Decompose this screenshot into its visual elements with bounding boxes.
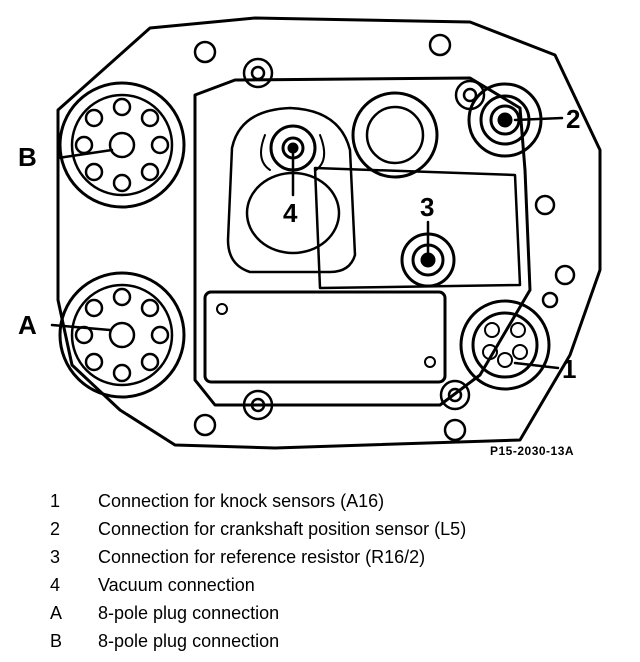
legend-item: 2 Connection for crankshaft position sen… (0, 516, 640, 542)
legend-key: B (50, 631, 63, 651)
figure-code: P15-2030-13A (490, 444, 574, 458)
control-unit-diagram: B A 2 1 4 3 P15-2030-13A (18, 16, 602, 458)
legend-key: 1 (50, 491, 61, 511)
legend-text: Connection for knock sensors (A16) (98, 491, 385, 511)
legend-item: B 8-pole plug connection (0, 628, 640, 654)
legend-text: Connection for reference resistor (R16/2… (98, 547, 426, 567)
plug-b-lobe (58, 81, 186, 209)
legend: 1 Connection for knock sensors (A16) 2 C… (0, 484, 640, 662)
plug-a (70, 283, 174, 387)
legend-item: 4 Vacuum connection (0, 572, 640, 598)
legend-key: 2 (50, 519, 61, 539)
legend-key: 4 (50, 575, 61, 595)
callout-b: B (18, 142, 37, 172)
callout-3: 3 (420, 192, 434, 222)
leader-lines (50, 116, 564, 370)
legend-text: Connection for crankshaft position senso… (98, 519, 467, 539)
legend-item: 3 Connection for reference resistor (R16… (0, 544, 640, 570)
inner-plate (193, 76, 532, 407)
legend-key: 3 (50, 547, 61, 567)
legend-text: 8-pole plug connection (98, 603, 280, 623)
callout-a: A (18, 310, 37, 340)
round-boss (351, 91, 439, 179)
legend-key: A (50, 603, 63, 623)
legend-text: Vacuum connection (98, 575, 255, 595)
vacuum-housing (226, 106, 357, 274)
callout-2: 2 (566, 104, 580, 134)
raised-block (313, 166, 522, 290)
legend-item: 1 Connection for knock sensors (A16) (0, 488, 640, 514)
mounting-holes (193, 33, 576, 442)
legend-text: 8-pole plug connection (98, 631, 280, 651)
callout-1: 1 (562, 354, 576, 384)
cover-plate (203, 290, 447, 384)
legend-item: A 8-pole plug connection (0, 600, 640, 626)
plate-screws (242, 57, 486, 421)
callout-4: 4 (283, 198, 298, 228)
knock-sensor-socket (459, 299, 551, 391)
plug-a-lobe (58, 271, 186, 399)
diagram-drawing: B A 2 1 4 3 P15-2030-13A (18, 16, 602, 458)
plug-b (70, 93, 174, 197)
